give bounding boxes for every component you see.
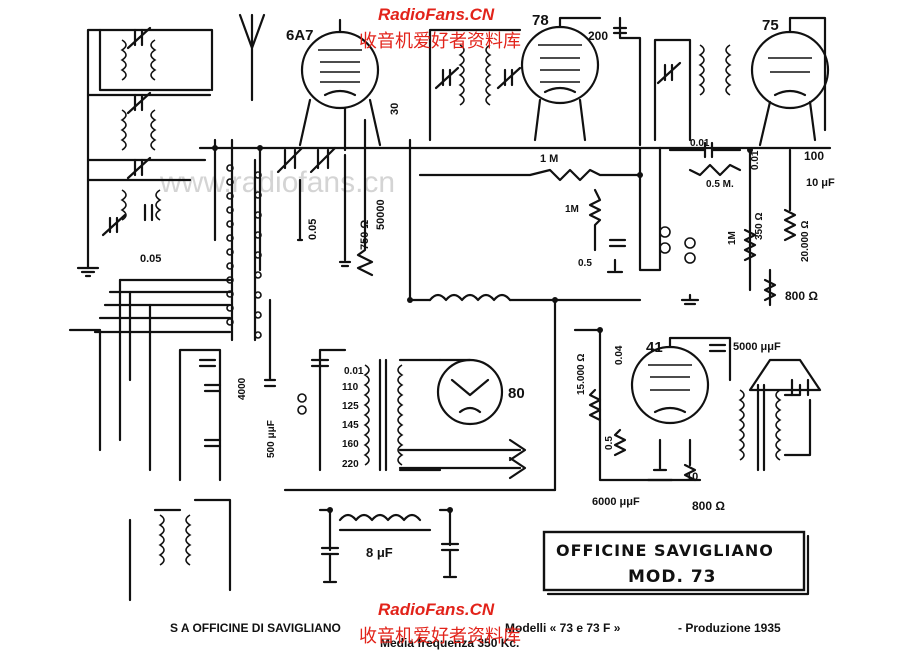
watermark-brand-bottom: RadioFans.CN: [378, 600, 495, 619]
label-c-001-a: 0.01: [690, 138, 710, 149]
label-r-15000: 15.000 Ω: [576, 354, 587, 395]
speaker-icon: [790, 378, 810, 397]
label-r-1m-c: 1M: [565, 204, 579, 215]
label-c-05-a: 0.5: [578, 258, 592, 269]
label-c-8uf: 8 μF: [366, 545, 393, 560]
label-r-800-b: 800 Ω: [692, 499, 725, 513]
label-r-20000: 20.000 Ω: [800, 221, 811, 262]
label-c-200: 200: [588, 29, 608, 43]
label-tube-75: 75: [762, 17, 779, 34]
label-r-350: 350 Ω: [754, 213, 765, 240]
output-transformer-speaker: [738, 358, 822, 472]
label-c-10: 10: [686, 471, 698, 483]
label-r-800-a: 800 Ω: [785, 289, 818, 303]
label-tube-6a7: 6A7: [286, 27, 314, 44]
if-transformers: [428, 16, 732, 147]
watermark-brand-top: RadioFans.CN: [378, 5, 495, 24]
label-voltage-110: 110: [342, 382, 359, 393]
label-c-005-b: 0.05: [140, 253, 161, 265]
label-r-50000: 50000: [375, 199, 387, 230]
label-r-05m: 0.5 M.: [706, 179, 734, 190]
label-r-1m-a: 1 M: [540, 153, 558, 165]
label-r-750: 750 Ω: [359, 220, 371, 250]
power-transformer: [297, 348, 527, 480]
antenna-symbol: [238, 13, 266, 102]
label-c-5000: 5000 μμF: [733, 341, 781, 353]
tube-78: [520, 16, 602, 142]
label-c-004: 0.04: [614, 345, 625, 365]
label-tube-41: 41: [646, 339, 663, 356]
label-c-30: 30: [389, 103, 401, 115]
audio-network: [588, 141, 797, 307]
label-voltage-220: 220: [342, 459, 359, 470]
tube-6a7: [298, 18, 382, 152]
label-c-001-c: 0.01: [344, 366, 364, 377]
label-voltage-145: 145: [342, 420, 359, 431]
label-c-005-a: 0.05: [307, 219, 319, 240]
tube-80: [436, 358, 504, 426]
label-c-10uf: 10 μF: [806, 177, 835, 189]
label-c-500: 500 μμF: [266, 420, 277, 458]
label-c-100: 100: [804, 149, 824, 163]
label-c-001-b: 0.01: [750, 150, 761, 170]
junction-dots: [212, 145, 753, 513]
label-voltage-125: 125: [342, 401, 359, 412]
tube-41: [573, 328, 732, 482]
watermark-site: www.radiofans.cn: [159, 166, 395, 199]
watermark-chinese-top: 收音机爱好者资料库: [359, 31, 521, 52]
footer-production: - Produzione 1935: [678, 621, 781, 635]
label-c-6000: 6000 μμF: [592, 496, 640, 508]
waveband-switch: [68, 138, 262, 472]
rf-input-section: [76, 26, 214, 278]
footer-models: Modelli « 73 e 73 F »: [505, 621, 621, 635]
label-tube-78: 78: [532, 12, 549, 29]
title-model: MOD. 73: [628, 567, 717, 587]
footer-manufacturer: S A OFFICINE DI SAVIGLIANO: [170, 621, 341, 635]
tube-75: [750, 16, 830, 147]
label-voltage-160: 160: [342, 439, 359, 450]
label-r-1m-b: 1M: [727, 231, 738, 245]
footer-if-frequency: Media frequenza 350 Kc.: [380, 636, 519, 650]
label-tube-80: 80: [508, 385, 525, 402]
filter-section: [283, 488, 557, 584]
label-r-05: 0.5: [604, 436, 615, 450]
title-box: [542, 530, 810, 596]
title-company: OFFICINE SAVIGLIANO: [556, 541, 774, 560]
trimmer-bank: [128, 298, 277, 602]
tuning-gang: [276, 118, 374, 277]
watermark-chinese-bottom: 收音机爱好者资料库: [359, 626, 521, 647]
label-c-4000: 4000: [237, 377, 248, 400]
